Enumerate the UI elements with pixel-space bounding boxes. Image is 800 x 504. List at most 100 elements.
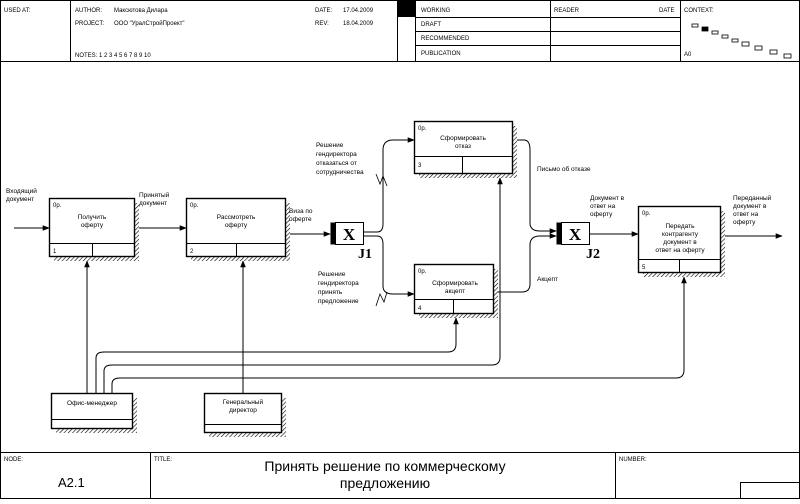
- activity-box-5-title-2: контрагенту: [662, 231, 699, 238]
- junction-j2: X J2: [556, 222, 600, 262]
- activity-box-4[interactable]: 0р. Сформировать акцепт 4: [413, 263, 499, 319]
- activity-box-1-title-2: оферту: [81, 222, 104, 229]
- label-received-document-2: документ: [139, 200, 167, 207]
- activity-box-4-number: 4: [418, 306, 422, 312]
- status-working: WORKING: [421, 8, 451, 14]
- label-transferred-document-3: ответ на: [733, 211, 759, 218]
- status-publication: PUBLICATION: [421, 51, 461, 57]
- date-value: 17.04.2009: [343, 8, 374, 14]
- label-response-document-3: оферту: [590, 211, 613, 218]
- arrow-labels: Входящий документ Принятый документ Виза…: [6, 142, 772, 305]
- mechanism-general-director-label-2: директор: [229, 407, 257, 414]
- activity-box-3[interactable]: 0р. Сформировать отказ 3: [413, 120, 518, 179]
- label-received-document-1: Принятый: [139, 191, 170, 199]
- diagram-title-line1: Принять решение по коммерческому: [264, 458, 505, 474]
- node-value: A2.1: [58, 475, 85, 490]
- activity-box-3-cost: 0р.: [418, 126, 427, 132]
- activity-box-1-number: 1: [53, 249, 57, 255]
- junction-j1: X J1: [330, 222, 372, 262]
- arrow-refusal-letter: [512, 139, 557, 234]
- label-leaders: [375, 173, 388, 307]
- junction-j2-symbol: X: [569, 225, 582, 244]
- node-label: NODE:: [4, 457, 23, 463]
- mechanism-general-director-label-1: Генеральный: [223, 398, 264, 406]
- project-label: PROJECT:: [75, 21, 104, 27]
- activity-box-5[interactable]: 0р. Передать контрагенту документ в отве…: [637, 205, 726, 278]
- context-label: CONTEXT:: [684, 8, 714, 14]
- activity-box-3-title-2: отказ: [455, 143, 471, 150]
- rev-value: 18.04.2009: [343, 21, 374, 27]
- title-label: TITLE:: [154, 457, 172, 463]
- project-value: ООО "УралСтройПроект": [114, 20, 185, 27]
- arrow-j1-to-acceptance: [363, 235, 415, 297]
- label-transferred-document-2: документ в: [733, 203, 767, 210]
- rev-label: REV:: [315, 21, 329, 27]
- activity-box-4-cost: 0р.: [418, 269, 427, 275]
- notes-line: NOTES: 1 2 3 4 5 6 7 8 9 10: [75, 53, 151, 59]
- label-decision-refuse-3: отказаться от: [316, 160, 357, 167]
- reader-label: READER: [554, 8, 580, 14]
- activity-box-5-cost: 0р.: [642, 211, 651, 217]
- label-acceptance: Акцепт: [537, 276, 558, 283]
- arrow-acceptance-out: [493, 233, 557, 293]
- activity-box-5-title-4: ответ на оферту: [655, 247, 705, 254]
- label-incoming-document-1: Входящий: [6, 187, 37, 195]
- activity-box-2-title-1: Рассмотреть: [217, 214, 256, 221]
- used-at-label: USED AT:: [4, 8, 31, 14]
- footer-frame: [0, 452, 800, 499]
- label-transferred-document-4: оферту: [733, 219, 756, 226]
- diagram-arrows: [14, 137, 783, 393]
- label-incoming-document-2: документ: [6, 196, 34, 203]
- activity-box-1-cost: 0р.: [53, 203, 62, 209]
- junction-j2-label: J2: [586, 247, 600, 262]
- label-decision-refuse-2: гендиректора: [316, 151, 357, 158]
- junction-j1-symbol: X: [343, 225, 356, 244]
- activity-box-4-title-1: Сформировать: [432, 280, 478, 287]
- label-visa-1: Виза по: [289, 208, 313, 215]
- label-response-document-1: Документ в: [590, 195, 625, 202]
- activity-box-4-title-2: акцепт: [445, 288, 465, 295]
- activity-box-2-number: 2: [190, 249, 194, 255]
- status-draft: DRAFT: [421, 22, 441, 28]
- arrow-office-manager-to-box3: [103, 177, 503, 393]
- activity-box-5-number: 5: [642, 265, 646, 271]
- date-label: DATE:: [315, 8, 333, 14]
- arrow-office-manager-to-box4: [95, 317, 459, 393]
- label-visa-2: оферте: [289, 216, 312, 223]
- number-label: NUMBER:: [619, 457, 647, 463]
- label-decision-accept-1: Решение: [318, 271, 346, 278]
- label-transferred-document-1: Переданный: [733, 194, 772, 202]
- mechanism-office-manager[interactable]: Офис-менеджер: [50, 392, 138, 434]
- reader-date-label: DATE: [659, 8, 675, 14]
- activity-box-5-title-3: документ в: [663, 239, 697, 246]
- activity-box-5-title-1: Передать: [665, 223, 695, 230]
- context-node: A0: [684, 52, 692, 58]
- status-recommended: RECOMMENDED: [421, 36, 470, 42]
- context-thumbnail: [691, 23, 792, 59]
- activity-box-2-cost: 0р.: [190, 203, 199, 209]
- mechanism-general-director[interactable]: Генеральный директор: [203, 392, 287, 438]
- diagram-title-line2: предложению: [340, 475, 430, 491]
- author-label: AUTHOR:: [75, 8, 102, 14]
- mechanism-office-manager-label: Офис-менеджер: [67, 400, 117, 407]
- arrow-j1-to-refusal: [363, 137, 415, 233]
- working-status-marker: [398, 1, 415, 17]
- label-decision-accept-3: принять: [318, 289, 343, 296]
- activity-box-2[interactable]: 0р. Рассмотреть оферту 2: [185, 197, 291, 262]
- activity-box-3-number: 3: [418, 163, 422, 169]
- author-value: Максютова Дилара: [114, 8, 168, 14]
- arrow-office-manager-to-box5: [111, 276, 687, 393]
- label-decision-refuse-4: сотрудничества: [316, 169, 364, 176]
- label-decision-accept-2: гендиректора: [318, 280, 359, 287]
- label-refusal-letter: Письмо об отказе: [537, 165, 591, 173]
- label-decision-accept-4: предложение: [318, 298, 359, 305]
- junction-j1-label: J1: [358, 247, 372, 262]
- label-decision-refuse-1: Решение: [316, 142, 344, 149]
- label-response-document-2: ответ на: [590, 203, 616, 210]
- activity-box-1[interactable]: 0р. Получить оферту 1: [48, 197, 140, 262]
- activity-box-2-title-2: оферту: [225, 222, 248, 229]
- activity-box-3-title-1: Сформировать: [440, 135, 486, 142]
- activity-box-1-title-1: Получить: [78, 214, 107, 221]
